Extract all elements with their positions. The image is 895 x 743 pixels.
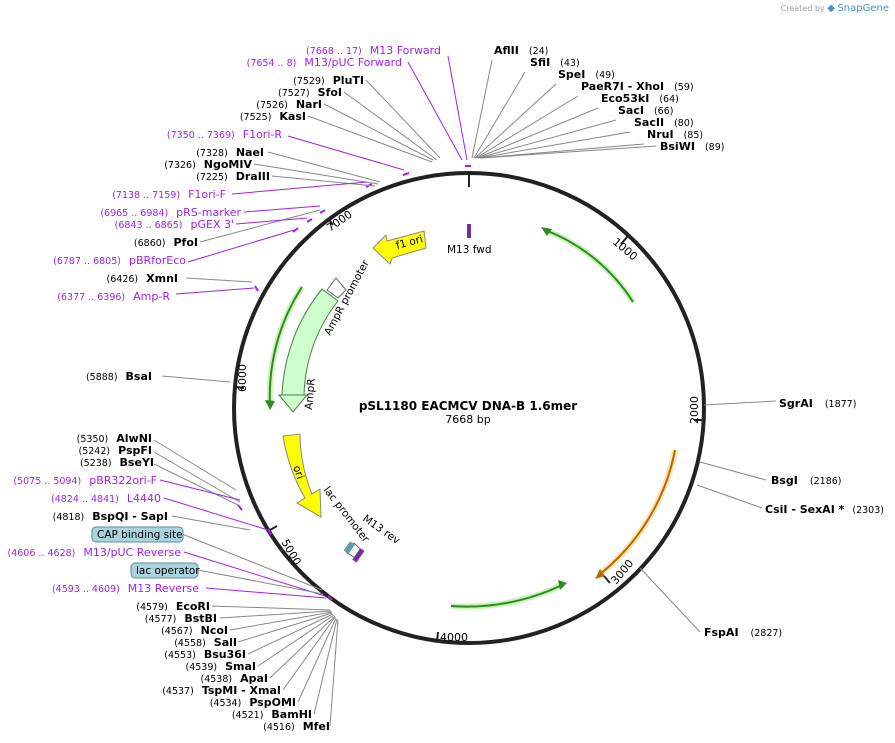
site-labels-bottom: (4579)EcoRI (4577)BstBI (4567)NcoI (4558… <box>136 600 330 733</box>
primer-label: (4824 .. 4841)L4440 <box>51 492 161 505</box>
site-label: (7326)NgoMIV <box>164 158 252 171</box>
primer-label: (6377 .. 6396)Amp-R <box>57 290 170 303</box>
site-label: Eco53kI(64) <box>601 92 679 105</box>
feature-ampr: AmpR <box>277 288 339 413</box>
site-label: SacI(66) <box>618 104 673 117</box>
feature-ori: ori <box>282 433 322 518</box>
site-label: (4537)TspMI - XmaI <box>162 684 281 697</box>
site-label: (4567)NcoI <box>161 624 228 637</box>
site-labels-left: (7529)PluTI (7527)SfoI (7526)NarI (7525)… <box>53 74 364 523</box>
site-label: (5238)BseYI <box>80 456 154 469</box>
site-label: (7527)SfoI <box>278 86 342 99</box>
plasmid-length: 7668 bp <box>445 413 490 426</box>
site-label: (4558)SalI <box>174 636 237 649</box>
primer-label: (4606 .. 4628)M13/pUC Reverse <box>8 546 182 559</box>
site-label: NruI(85) <box>647 128 703 141</box>
primer-label: (5075 .. 5094)pBR322ori-F <box>13 474 157 487</box>
leader-lines-primers <box>159 55 468 599</box>
plasmid-name: pSL1180 EACMCV DNA-B 1.6mer <box>359 399 577 413</box>
watermark-prefix: Created by <box>780 4 825 13</box>
primer-label: (7668 .. 17)M13 Forward <box>306 44 441 57</box>
boxed-feature-lac-operator: lac operator <box>130 562 200 579</box>
site-label: (4538)ApaI <box>201 672 269 685</box>
feature-label-ori: ori <box>290 464 306 481</box>
primer-label: (7350 .. 7369)F1ori-R <box>167 128 282 141</box>
leader-lines-right <box>471 59 777 633</box>
site-label: (4818)BspQI - SapI <box>53 510 168 523</box>
primer-label: (6843 .. 6865)pGEX 3' <box>115 218 234 231</box>
leader-lines-bottom <box>211 605 339 727</box>
site-label: BsiWI(89) <box>660 140 724 153</box>
primer-labels: (7668 .. 17)M13 Forward (7654 .. 8)M13/p… <box>8 44 441 595</box>
boxed-label-lac-operator: lac operator <box>136 565 200 577</box>
site-label: (7525)KasI <box>240 110 306 123</box>
site-label: (4521)BamHI <box>232 708 312 721</box>
site-label: (6426)XmnI <box>107 272 178 285</box>
orf-arc-bottom <box>450 580 567 610</box>
primer-label: (7138 .. 7159)F1ori-F <box>112 188 226 201</box>
site-label: SgrAI(1877) <box>779 397 856 410</box>
site-label: (4534)PspOMI <box>210 696 296 709</box>
site-label: SpeI(49) <box>558 68 615 81</box>
orf-arc-left <box>265 285 305 410</box>
site-label: BsgI(2186) <box>771 474 842 487</box>
site-label: FspAI(2827) <box>704 626 782 639</box>
site-label: (7526)NarI <box>256 98 322 111</box>
snapgene-logo: ◆ <box>827 3 835 14</box>
site-label: SfiI(43) <box>530 56 580 69</box>
orf-arc-top-right <box>541 227 636 304</box>
site-label: (4579)EcoRI <box>136 600 210 613</box>
site-label: AflII(24) <box>494 44 548 57</box>
watermark-brand: SnapGene <box>837 3 889 14</box>
primer-label: (4593 .. 4609)M13 Reverse <box>52 582 199 595</box>
boxed-feature-cap: CAP binding site <box>91 526 184 543</box>
primer-label: (7654 .. 8)M13/pUC Forward <box>247 56 402 69</box>
site-label: (4553)Bsu36I <box>164 648 246 661</box>
feature-label-ampr: AmpR <box>303 378 318 410</box>
site-label: (7529)PluTI <box>293 74 364 87</box>
primer-label: (6965 .. 6984)pRS-marker <box>100 206 241 219</box>
site-label: (5888)BsaI <box>86 370 152 383</box>
site-label: (5242)PspFI <box>79 444 153 457</box>
site-label: (4516)MfeI <box>263 720 330 733</box>
site-label: CsiI - SexAI *(2303) <box>765 503 884 516</box>
orf-arc-right-orange <box>595 449 678 579</box>
tick-marks <box>234 173 703 642</box>
site-label: SacII(80) <box>634 116 694 129</box>
feature-f1-ori: f1 ori <box>372 230 427 265</box>
leader-lines-boxed <box>181 533 324 595</box>
site-label: (4577)BstBI <box>145 612 217 625</box>
site-label: PaeR7I - XhoI(59) <box>581 80 694 93</box>
tick-label: 4000 <box>440 631 468 644</box>
site-labels-right: AflII(24) SfiI(43) SpeI(49) PaeR7I - Xho… <box>494 44 884 639</box>
site-label: (5350)AlwNI <box>77 432 152 445</box>
site-label: (7225)DraIII <box>196 170 270 183</box>
tick-label: 2000 <box>688 396 701 424</box>
feature-label-lac-promoter: lac promoter <box>321 484 372 545</box>
site-label: (7328)NaeI <box>196 146 264 159</box>
snapgene-watermark: Created by ◆ SnapGene <box>781 3 889 14</box>
boxed-label-cap-binding-site: CAP binding site <box>97 529 183 541</box>
primer-label: (6787 .. 6805)pBRforEco <box>53 254 186 267</box>
feature-m13-fwd: M13 fwd <box>447 224 492 256</box>
site-label: (6860)PfoI <box>134 236 198 249</box>
tick-label: 6000 <box>236 364 249 392</box>
site-label: (4539)SmaI <box>186 660 257 673</box>
primer-ticks <box>237 165 471 601</box>
feature-label-m13-fwd: M13 fwd <box>447 244 492 256</box>
leader-lines-left <box>153 79 441 531</box>
